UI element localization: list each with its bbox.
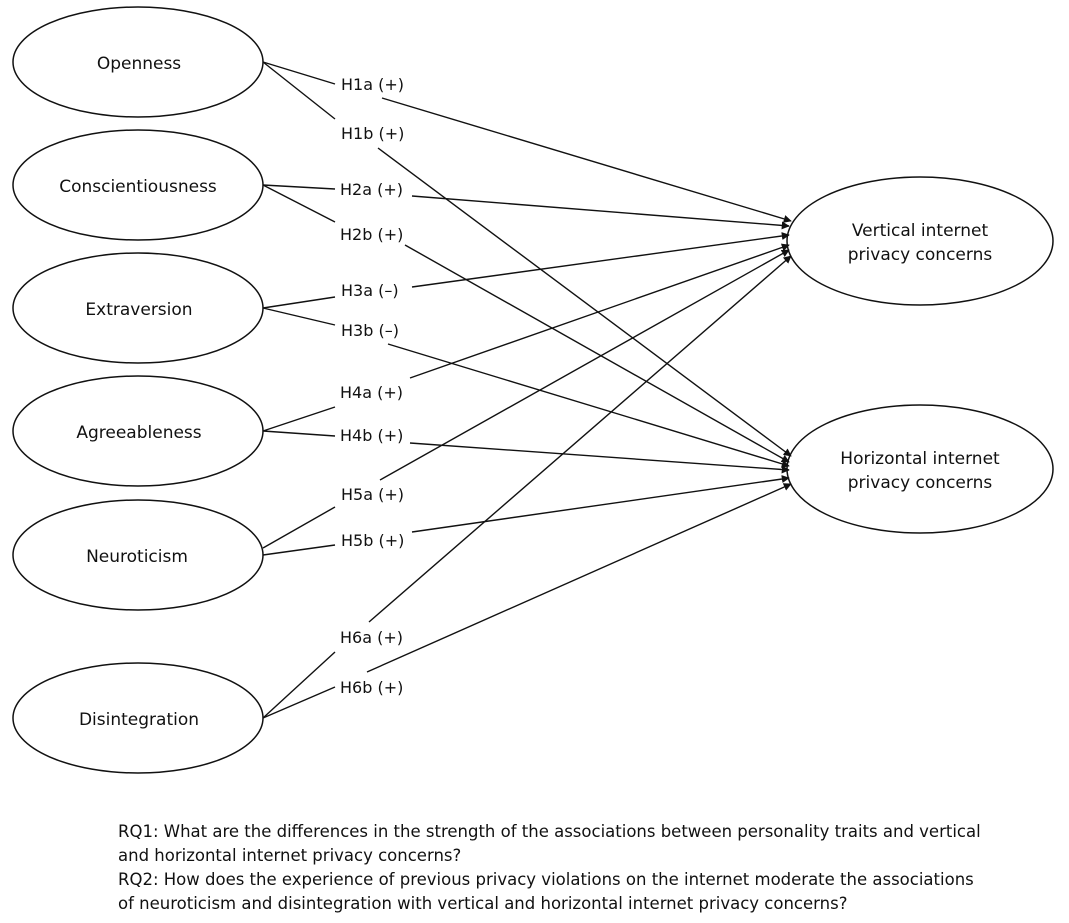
arrow-h3a [411,232,790,288]
hypothesis-h1b: H1b (+) [341,124,404,143]
arrow-h1a [381,97,792,223]
hypothesis-h3b: H3b (–) [341,321,399,340]
arrows [366,97,792,673]
label-neuroticism: Neuroticism [86,547,188,567]
node-vertical-concerns [786,176,1054,306]
arrow-h6b [366,483,792,673]
stub-h5a [262,506,336,549]
arrow-h2b [404,244,790,463]
stub-h1a [262,61,336,85]
arrow-h2a [411,195,790,230]
trait-nodes [12,6,264,774]
stub-h4b [262,430,336,437]
label-disintegration: Disintegration [79,710,199,730]
hypothesis-h6a: H6a (+) [340,628,403,647]
stub-h6a [262,651,336,719]
label-vertical-line1: Vertical internet [852,221,989,241]
arrow-h4a [409,243,790,379]
label-vertical-line2: privacy concerns [848,245,993,265]
research-question-1-line1: RQ1: What are the differences in the str… [118,822,981,841]
hypothesis-h4a: H4a (+) [340,383,403,402]
label-horizontal-line2: privacy concerns [848,473,993,493]
stub-h1b [262,61,336,120]
arrow-h1b [377,147,792,457]
label-agreeableness: Agreeableness [76,423,201,443]
hypothesis-h4b: H4b (+) [340,426,403,445]
hypothesis-h3a: H3a (–) [341,281,399,300]
hypothesis-h5a: H5a (+) [341,485,404,504]
hypothesis-labels: H1a (+) H1b (+) H2a (+) H2b (+) H3a (–) … [340,75,404,697]
node-horizontal-concerns [786,404,1054,534]
arrow-h5a [379,249,790,481]
stub-h3b [262,307,336,326]
research-question-1-line2: and horizontal internet privacy concerns… [118,846,462,865]
hypothesis-h2b: H2b (+) [340,225,403,244]
stub-lines [262,61,336,719]
research-question-2-line2: of neuroticism and disintegration with v… [118,894,848,913]
arrow-h4b [409,442,790,474]
label-horizontal-line1: Horizontal internet [840,449,1000,469]
label-openness: Openness [97,54,181,74]
node-labels: Openness Conscientiousness Extraversion … [59,54,1000,730]
stub-h4a [262,406,336,432]
label-conscientiousness: Conscientiousness [59,177,217,197]
hypothesis-h2a: H2a (+) [340,180,403,199]
arrow-h5b [411,475,790,533]
stub-h5b [262,544,336,556]
stub-h6b [262,686,336,719]
stub-h2a [262,184,336,190]
arrow-h6a [368,255,792,623]
stub-h2b [262,184,336,223]
arrow-h3b [387,343,790,468]
stub-h3a [262,296,336,309]
research-question-2-line1: RQ2: How does the experience of previous… [118,870,974,889]
hypothesis-h6b: H6b (+) [340,678,403,697]
label-extraversion: Extraversion [85,300,192,320]
hypothesis-h5b: H5b (+) [341,531,404,550]
hypothesis-h1a: H1a (+) [341,75,404,94]
